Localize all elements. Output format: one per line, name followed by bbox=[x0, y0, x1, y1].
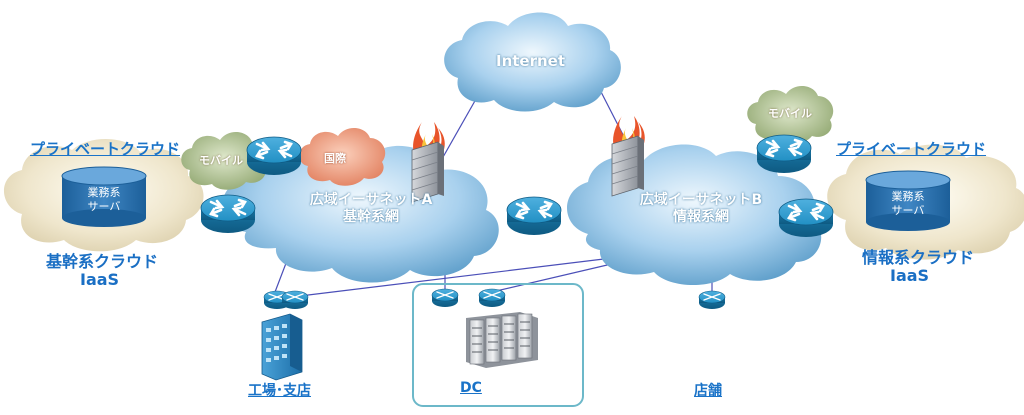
internet-cloud-shape bbox=[444, 12, 621, 112]
left-private-cloud-link[interactable]: プライベートクラウド bbox=[30, 140, 181, 158]
firewall-b-icon bbox=[611, 115, 646, 197]
router-store bbox=[698, 290, 726, 310]
right-private-cloud-link[interactable]: プライベートクラウド bbox=[836, 140, 987, 158]
router-left bbox=[199, 193, 257, 235]
router-center bbox=[505, 195, 563, 237]
dc-link[interactable]: DC bbox=[460, 380, 482, 396]
router-factory-2 bbox=[281, 290, 309, 310]
left-mobile-label: モバイル bbox=[199, 154, 243, 167]
wan-a-label: 広域イーサネットA 基幹系網 bbox=[306, 192, 436, 226]
left-cloud-title: 基幹系クラウド bbox=[46, 252, 159, 271]
internet-label: Internet bbox=[496, 52, 566, 70]
router-dc-1 bbox=[431, 288, 459, 308]
right-mobile-cloud-shape bbox=[747, 85, 834, 144]
router-left-top bbox=[245, 135, 303, 177]
wan-a-line1: 広域イーサネットA bbox=[309, 192, 433, 208]
left-server-line2: サーバ bbox=[87, 200, 121, 213]
dc-frame bbox=[412, 283, 584, 407]
right-database-icon bbox=[865, 170, 951, 231]
left-database-icon bbox=[61, 166, 147, 227]
wan-b-line2: 情報系網 bbox=[673, 209, 729, 225]
router-dc-2 bbox=[478, 288, 506, 308]
wan-b-line1: 広域イーサネットB bbox=[639, 192, 763, 208]
left-mobile-cloud-shape bbox=[181, 131, 268, 190]
right-server-line1: 業務系 bbox=[891, 190, 925, 203]
firewall-a-icon bbox=[411, 121, 446, 203]
building-icon bbox=[261, 313, 303, 381]
left-server-label: 業務系 サーバ bbox=[70, 186, 138, 214]
wan-a-line2: 基幹系網 bbox=[343, 209, 399, 225]
intl-label: 国際 bbox=[324, 152, 346, 165]
right-server-label: 業務系 サーバ bbox=[874, 190, 942, 218]
right-mobile-label: モバイル bbox=[768, 107, 812, 120]
router-right bbox=[777, 197, 835, 239]
router-right-top bbox=[755, 133, 813, 175]
store-link[interactable]: 店舗 bbox=[694, 383, 722, 399]
factory-link[interactable]: 工場･支店 bbox=[248, 383, 311, 399]
right-server-line2: サーバ bbox=[891, 204, 925, 217]
right-iaas-label: IaaS bbox=[890, 266, 930, 285]
intl-cloud-shape bbox=[299, 127, 386, 186]
wan-b-label: 広域イーサネットB 情報系網 bbox=[636, 192, 766, 226]
server-rack-icon bbox=[466, 312, 538, 368]
left-server-line1: 業務系 bbox=[87, 186, 121, 199]
right-cloud-title: 情報系クラウド bbox=[862, 248, 975, 267]
left-iaas-label: IaaS bbox=[80, 270, 120, 289]
